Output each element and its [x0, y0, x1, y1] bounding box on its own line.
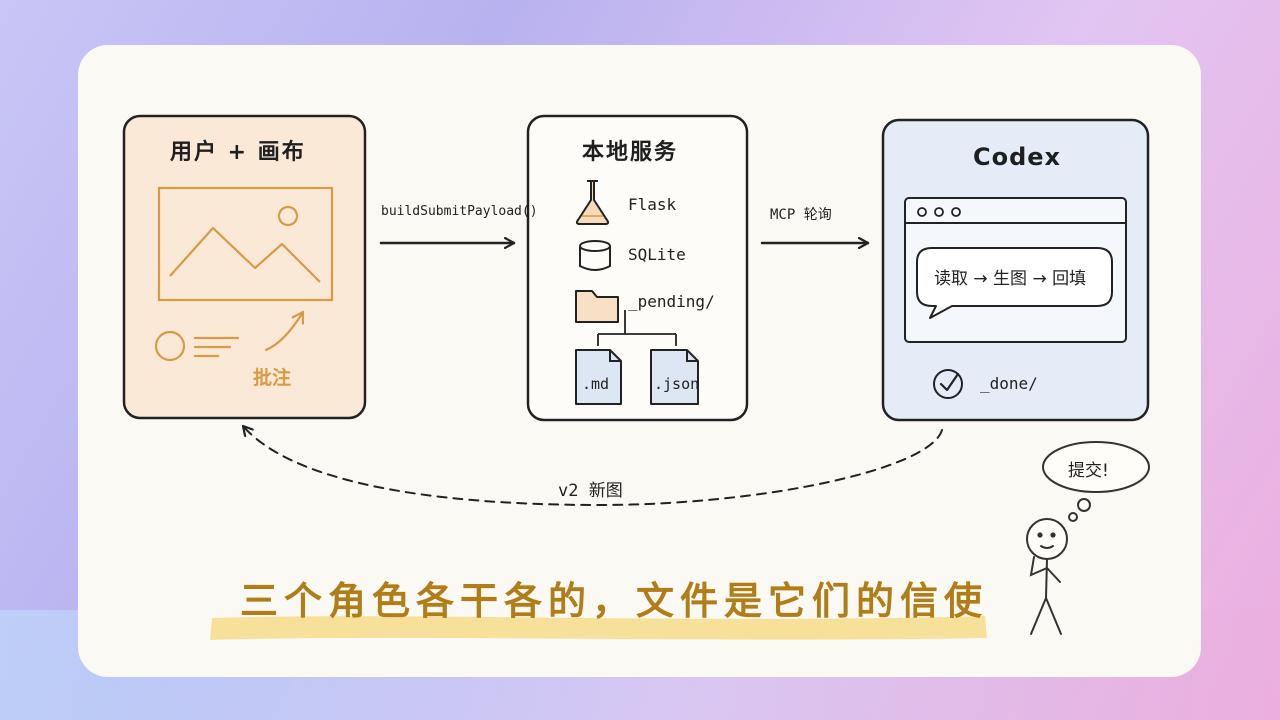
sqlite-label: SQLite	[628, 245, 686, 264]
codex-bubble-text: 读取 → 生图 → 回填	[934, 269, 1087, 289]
local-node-title: 本地服务	[582, 140, 679, 165]
user-canvas-node	[122, 114, 367, 420]
codex-node-title: Codex	[973, 143, 1062, 171]
return-edge-label: v2 新图	[558, 481, 623, 501]
json-file-icon	[650, 349, 699, 405]
md-file-icon	[575, 349, 622, 405]
annotation-lines-icon	[193, 336, 240, 358]
md-file-label: .md	[582, 375, 610, 393]
headline-highlight	[210, 616, 987, 640]
local-service-node	[526, 114, 749, 422]
canvas-image-icon	[157, 186, 334, 302]
file-tree-connector	[597, 310, 677, 346]
flask-icon	[575, 180, 610, 225]
done-folder-label: _done/	[980, 374, 1038, 393]
folder-icon	[575, 290, 619, 323]
submit-edge-label: buildSubmitPayload()	[381, 204, 538, 219]
annotation-dot-icon	[154, 330, 186, 362]
codex-node	[881, 118, 1150, 422]
speech-bubble-icon	[916, 247, 1113, 319]
annotation-label: 批注	[253, 367, 292, 389]
poll-edge-label: MCP 轮询	[770, 207, 832, 223]
return-arrow	[243, 426, 943, 507]
check-circle-icon	[933, 369, 963, 399]
annotation-arrow-icon	[264, 310, 305, 352]
headline: 三个角色各干各的，文件是它们的信使	[240, 579, 989, 623]
speech-text: 提交!	[1068, 461, 1109, 481]
thought-bubble-icon	[1042, 441, 1150, 493]
flask-label: Flask	[628, 195, 677, 214]
sqlite-icon	[579, 240, 611, 271]
pending-folder-label: _pending/	[628, 292, 715, 311]
user-node-title: 用户 + 画布	[170, 140, 306, 165]
thinking-figure	[1026, 441, 1150, 635]
json-file-label: .json	[654, 375, 700, 393]
